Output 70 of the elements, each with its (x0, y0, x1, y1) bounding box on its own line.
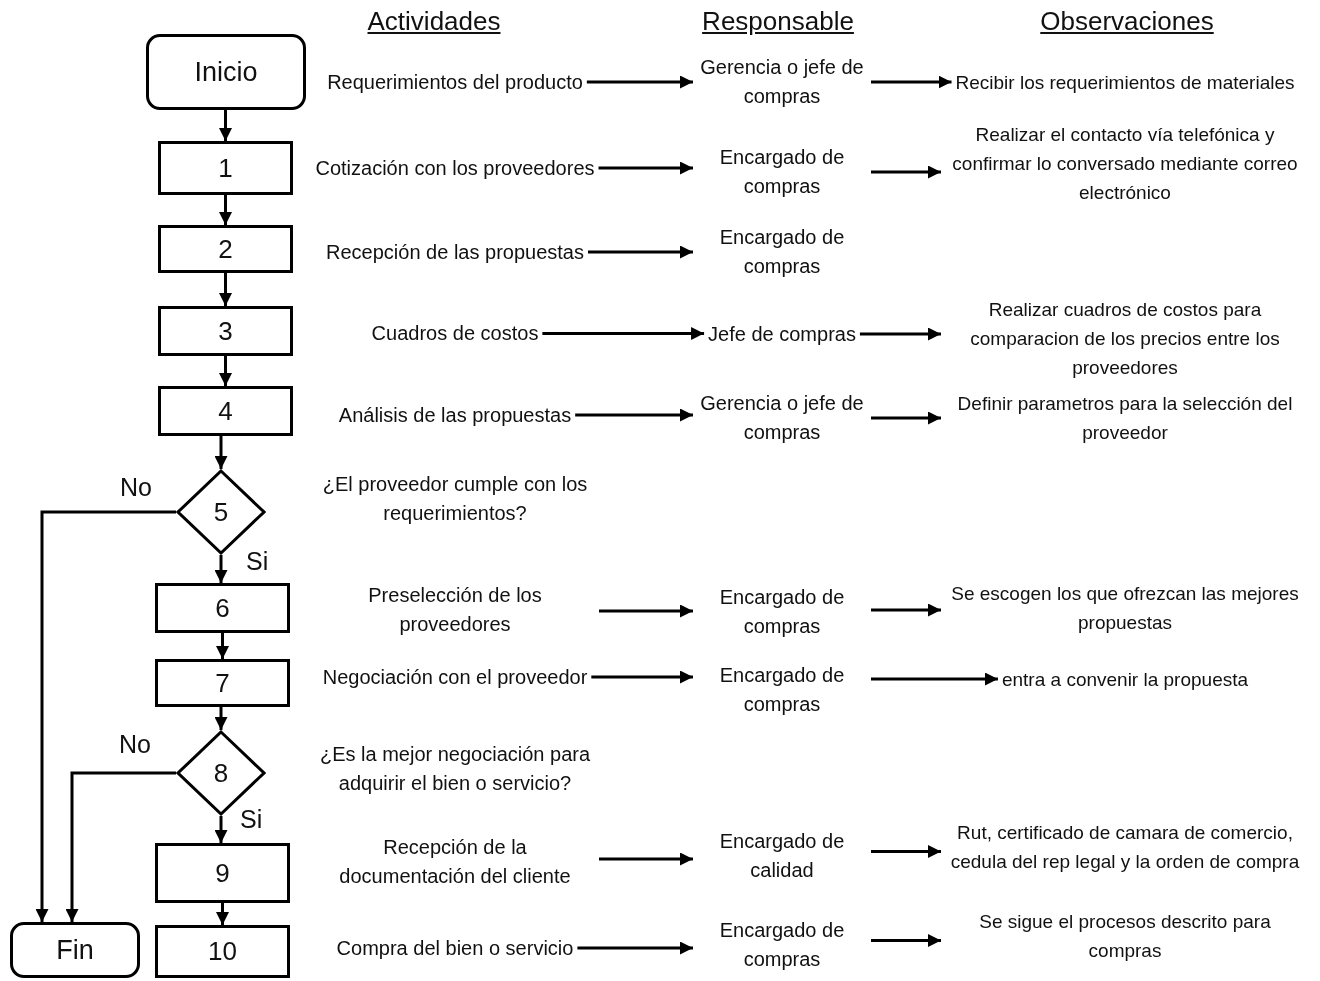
arrow (871, 165, 941, 179)
column-header: Observaciones (1040, 6, 1214, 37)
step-text: Se escogen los que ofrezcan las mejores propuestas (945, 579, 1305, 637)
arrow (219, 110, 232, 141)
step-text: Encargado de calidad (697, 827, 867, 885)
process-box: 10 (155, 925, 290, 978)
step-text: Definir parametros para la selección del proveedor (945, 389, 1305, 447)
step-text: Recibir los requerimientos de materiales (955, 67, 1295, 97)
arrow (214, 816, 228, 843)
process-box: 6 (155, 583, 290, 633)
arrow (871, 411, 941, 425)
arrow (575, 408, 693, 422)
arrow (871, 672, 998, 686)
arrow (871, 845, 941, 858)
step-text: Requerimientos del producto (327, 67, 583, 97)
arrow (871, 934, 941, 947)
process-box: 3 (158, 306, 293, 356)
step-text: Gerencia o jefe de compras (697, 53, 867, 111)
arrow (65, 771, 176, 922)
arrow (871, 603, 941, 617)
arrow (591, 670, 693, 684)
step-text: Gerencia o jefe de compras (697, 389, 867, 447)
step-text: Análisis de las propuestas (338, 400, 572, 430)
arrow (871, 75, 952, 89)
step-text: Cuadros de costos (371, 318, 539, 348)
step-text: Realizar el contacto vía telefónica y confirmar lo conversado mediante correo electrónico (945, 119, 1305, 207)
arrow (598, 161, 693, 175)
arrow (35, 510, 176, 922)
arrow (219, 195, 232, 225)
step-text: Compra del bien o servicio (336, 933, 574, 963)
arrow (577, 941, 693, 955)
arrow (214, 555, 228, 583)
process-box: 9 (155, 843, 290, 903)
arrow (219, 356, 232, 386)
arrow (588, 245, 693, 259)
arrow (214, 436, 228, 469)
arrow (599, 852, 693, 866)
process-box: 4 (158, 386, 293, 436)
step-text: Negociación con el proveedor (322, 662, 588, 692)
arrow (216, 633, 229, 659)
step-text: Cotización con los proveedores (315, 153, 595, 183)
step-text: Recepción de las propuestas (326, 237, 584, 267)
step-text: Se sigue el procesos descrito para compras (945, 907, 1305, 965)
step-text: Encargado de compras (697, 143, 867, 201)
column-header: Responsable (702, 6, 854, 37)
step-text: Encargado de compras (697, 916, 867, 974)
question-text: ¿Es la mejor negociación para adquirir el bien o servicio? (318, 742, 592, 796)
process-box: 1 (158, 141, 293, 195)
step-text: Encargado de compras (697, 223, 867, 281)
process-box: 2 (158, 225, 293, 273)
question-text: ¿El proveedor cumple con los requerimientos? (321, 472, 589, 526)
terminal-box: Inicio (146, 34, 306, 110)
step-text: Rut, certificado de camara de comercio, cedula del rep legal y la orden de compra (945, 818, 1305, 876)
step-text: Realizar cuadros de costos para comparacion de los precios entre los proveedores (945, 294, 1305, 382)
arrow (586, 75, 693, 89)
arrow (859, 327, 941, 341)
process-box: 7 (155, 659, 290, 707)
arrow (599, 604, 693, 618)
step-text: entra a convenir la propuesta (1001, 664, 1249, 694)
terminal-box: Fin (10, 922, 140, 978)
arrow (216, 903, 229, 925)
column-header: Actividades (367, 6, 501, 37)
step-text: Preselección de los proveedores (315, 581, 595, 639)
step-text: Encargado de compras (697, 661, 867, 719)
arrow (219, 273, 232, 306)
arrow (542, 327, 705, 340)
arrow (214, 707, 228, 730)
step-text: Encargado de compras (697, 583, 867, 641)
step-text: Recepción de la documentación del cliente (315, 833, 595, 891)
step-text: Jefe de compras (708, 319, 856, 349)
